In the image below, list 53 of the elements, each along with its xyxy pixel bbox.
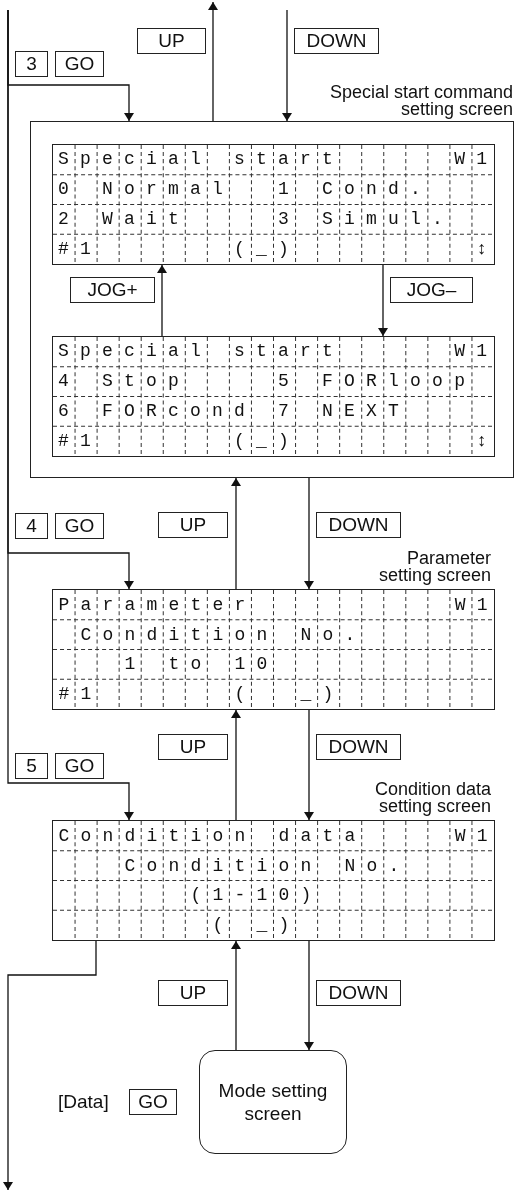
mode-screen-node — [199, 1050, 347, 1154]
lcd-screen — [51, 335, 495, 457]
screen-title: Parameter setting screen — [377, 550, 491, 584]
lcd-text-row-text: #1 ( _) — [57, 684, 345, 705]
key-cap: DOWN — [294, 28, 379, 54]
key-cap: GO — [55, 753, 104, 779]
key-cap: UP — [137, 28, 206, 54]
lcd-text-row-text: ( _) — [211, 915, 301, 936]
lcd-text-row-text: Parameter W1 — [57, 594, 499, 615]
key-cap: GO — [55, 51, 104, 77]
lcd-text-row-text: Special start W1 — [57, 341, 499, 362]
lcd-text-row-text: (1-10) — [189, 885, 323, 906]
key-cap: UP — [158, 512, 228, 538]
key-cap: UP — [158, 734, 228, 760]
key-cap: GO — [55, 513, 104, 539]
key-cap: DOWN — [316, 512, 401, 538]
lcd-text-row-text: 2 Wait 3 Simul. — [57, 208, 455, 229]
lcd-text-row-text: Condition data W1 — [57, 825, 499, 846]
key-cap: GO — [129, 1089, 177, 1115]
key-cap: 4 — [15, 513, 48, 539]
arrow — [208, 1, 218, 122]
key-note: [Data] — [58, 1090, 109, 1114]
arrow — [304, 940, 314, 1051]
lcd-text-row-text: 0 Normal 1 Cond. — [57, 179, 433, 200]
lcd-screen — [51, 143, 495, 265]
key-cap: JOG+ — [70, 277, 155, 303]
arrow — [304, 477, 314, 590]
arrow — [231, 709, 241, 821]
lcd-text-row-text: 1 to 10 — [123, 654, 279, 675]
lcd-text-row-text: #1 (_) ↕ — [57, 238, 499, 259]
lcd-text-row-text: Special start W1 — [57, 149, 499, 170]
node-label: Mode setting screen — [217, 1079, 329, 1125]
lcd-text-row-text: 6 FORcond 7 NEXT — [57, 400, 411, 421]
arrow — [157, 264, 167, 337]
lcd-text-row-text: 4 Stop 5 FORloop — [57, 371, 477, 392]
arrow — [282, 9, 292, 122]
key-cap: DOWN — [316, 734, 401, 760]
arrow — [7, 9, 134, 821]
arrow — [3, 940, 97, 1191]
lcd-text-row-text: #1 (_) ↕ — [57, 430, 499, 451]
key-cap: JOG– — [390, 277, 473, 303]
screen-title: Condition data setting screen — [373, 781, 491, 815]
lcd-text-row-text: Condition No. — [123, 855, 411, 876]
arrow — [231, 477, 241, 590]
lcd-text-row-text: Condition No. — [79, 624, 367, 645]
key-cap: DOWN — [316, 980, 401, 1006]
key-cap: UP — [158, 980, 228, 1006]
arrow — [231, 940, 241, 1051]
arrow — [378, 264, 388, 337]
screen-title: Special start command setting screen — [328, 84, 513, 118]
key-cap: 5 — [15, 753, 48, 779]
key-cap: 3 — [15, 51, 48, 77]
arrow — [304, 709, 314, 821]
